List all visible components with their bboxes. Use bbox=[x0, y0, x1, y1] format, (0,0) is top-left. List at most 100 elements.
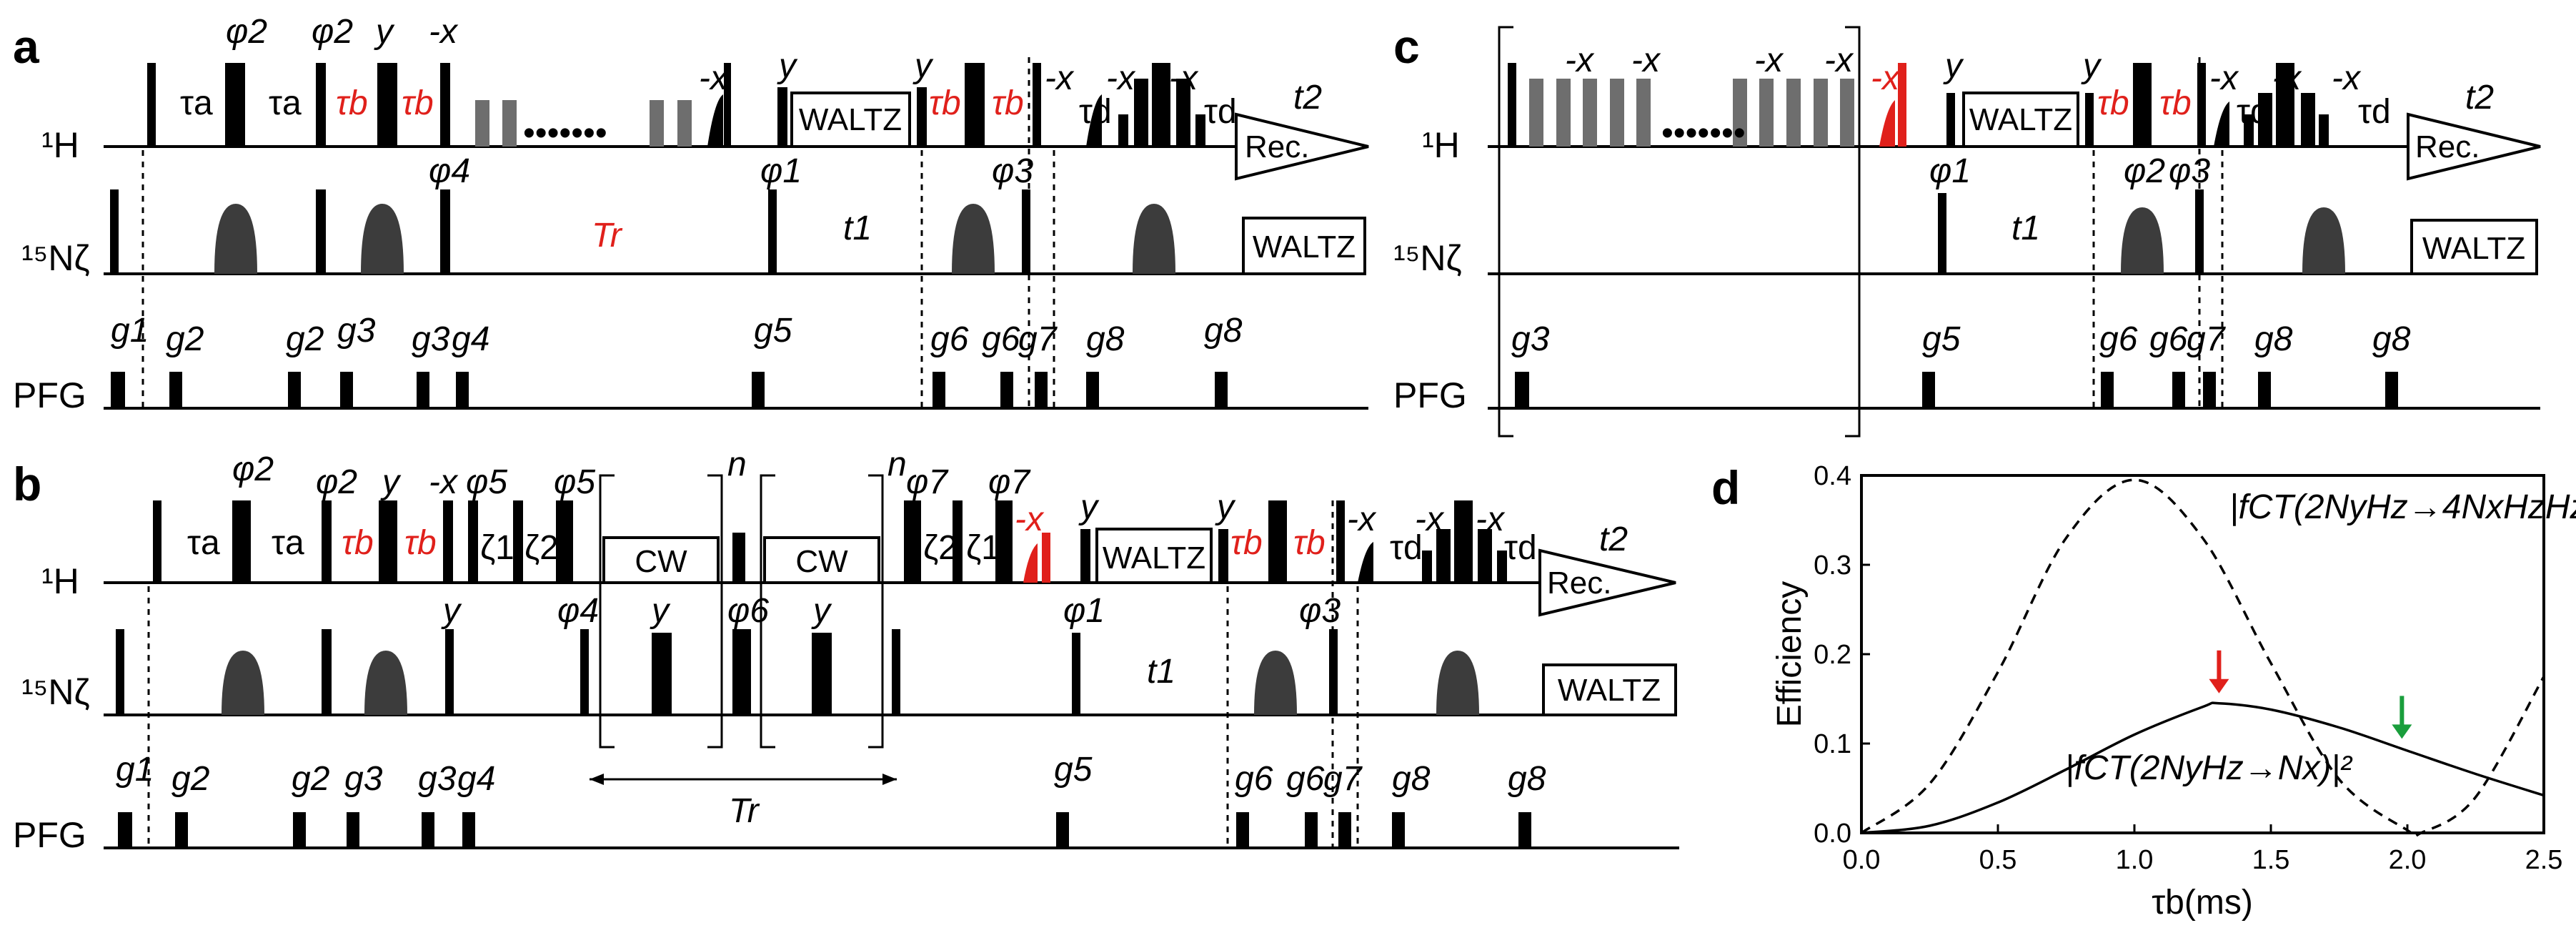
phi3-b: φ3 bbox=[1299, 592, 1341, 630]
panel-c: c ¹H ¹⁵Nζ PFG bbox=[1393, 20, 2541, 438]
t2-b: t2 bbox=[1599, 520, 1628, 558]
minus-x-b2: -x bbox=[1347, 500, 1377, 538]
g8-c2: g8 bbox=[2372, 320, 2411, 358]
h-pulses-c bbox=[1508, 63, 2329, 147]
chart-arrows bbox=[2209, 650, 2412, 739]
rec-text-b: Rec. bbox=[1547, 566, 1611, 601]
g8-c1: g8 bbox=[2254, 320, 2293, 358]
phi1-b: φ1 bbox=[1063, 592, 1105, 630]
minus-x-a1: -x bbox=[429, 13, 459, 51]
waltz-n-text-b: WALTZ bbox=[1558, 673, 1661, 708]
channel-label-h: ¹H bbox=[41, 125, 79, 165]
g8-a1: g8 bbox=[1086, 320, 1125, 358]
channel-label-h-b: ¹H bbox=[41, 561, 79, 601]
tr-b: Tr bbox=[729, 792, 760, 830]
green-arrow-head bbox=[2392, 724, 2412, 739]
channel-label-pfg-b: PFG bbox=[13, 815, 86, 855]
y-n-b3: y bbox=[811, 592, 832, 630]
rec-triangle-a bbox=[1235, 112, 1369, 181]
g2-b2: g2 bbox=[292, 760, 329, 798]
timing-lines-b bbox=[147, 500, 1359, 848]
n-pulses-c bbox=[1938, 189, 2204, 274]
g4-b: g4 bbox=[457, 760, 495, 798]
panel-label-b: b bbox=[13, 458, 41, 510]
tau-b-a4: τb bbox=[992, 84, 1024, 122]
panel-a: a ¹H ¹⁵Nζ PFG bbox=[13, 13, 1369, 415]
tau-b-c2: τb bbox=[2159, 84, 2192, 122]
phi1-c: φ1 bbox=[1929, 152, 1971, 190]
shaped-pulse-a2 bbox=[1086, 94, 1102, 147]
phi3-c: φ3 bbox=[2169, 152, 2210, 190]
x-tick-label: 2.5 bbox=[2525, 845, 2563, 875]
phi6-b: φ6 bbox=[727, 592, 769, 630]
waltz-text-b: WALTZ bbox=[1103, 540, 1205, 576]
y-a1: y bbox=[374, 13, 395, 51]
g7-c: g7 bbox=[2187, 320, 2227, 358]
h-gray-pulses bbox=[475, 100, 692, 147]
g6-a1: g6 bbox=[930, 320, 969, 358]
tau-d-b2: τd bbox=[1504, 529, 1537, 567]
g6-a2: g6 bbox=[982, 320, 1020, 358]
y-tick-label: 0.1 bbox=[1814, 729, 1851, 759]
panel-label-a: a bbox=[13, 20, 40, 73]
g3-a2: g3 bbox=[412, 320, 450, 358]
cw-text-1: CW bbox=[635, 544, 687, 579]
minus-x-a5: -x bbox=[1169, 59, 1199, 97]
phi2-a2: φ2 bbox=[312, 13, 353, 51]
g3-b1: g3 bbox=[344, 760, 383, 798]
h-gray-pulses-c bbox=[1529, 79, 1854, 147]
minus-x-c7: -x bbox=[2332, 59, 2362, 97]
channel-label-n: ¹⁵Nζ bbox=[21, 238, 90, 278]
g3-b2: g3 bbox=[418, 760, 457, 798]
zeta2-b1: ζ2 bbox=[524, 529, 559, 567]
n-loop-2: n bbox=[887, 445, 907, 483]
legend-solid-curve: |fCT(2NyHz→Nx)|² bbox=[2065, 749, 2353, 787]
tau-b-a2: τb bbox=[402, 84, 434, 122]
g5-c: g5 bbox=[1922, 320, 1961, 358]
phi5-b2: φ5 bbox=[554, 463, 595, 501]
waltz-n-text-a: WALTZ bbox=[1253, 229, 1356, 265]
pfg-c bbox=[1515, 372, 2398, 408]
g6-c2: g6 bbox=[2149, 320, 2188, 358]
waltz-n-box-a bbox=[1242, 217, 1366, 275]
y-tick-label: 0.3 bbox=[1814, 551, 1851, 581]
pfg-b bbox=[118, 812, 1531, 848]
tau-a-b1: τa bbox=[187, 524, 220, 562]
timing-lines-c bbox=[2092, 57, 2224, 408]
channel-label-h-c: ¹H bbox=[1422, 125, 1460, 165]
y-tick-label: 0.4 bbox=[1814, 461, 1851, 491]
tau-b-b1: τb bbox=[342, 524, 374, 562]
n-shaped-pulses-c bbox=[2121, 207, 2345, 274]
phi5-b1: φ5 bbox=[466, 463, 507, 501]
minus-x-c3: -x bbox=[1754, 41, 1784, 79]
red-arrow-head bbox=[2209, 678, 2229, 693]
phi3-a: φ3 bbox=[992, 152, 1033, 190]
waltz-n-box-b bbox=[1542, 663, 1677, 716]
channel-label-pfg-c: PFG bbox=[1393, 375, 1467, 415]
panel-b: b ¹H ¹⁵Nζ PFG bbox=[13, 445, 1679, 855]
y-b3: y bbox=[1215, 488, 1236, 526]
tau-b-c1: τb bbox=[2097, 84, 2129, 122]
minus-x-a3: -x bbox=[1045, 59, 1075, 97]
phi2-c: φ2 bbox=[2124, 152, 2165, 190]
g5-a: g5 bbox=[754, 312, 792, 350]
minus-x-a4: -x bbox=[1106, 59, 1136, 97]
g2-b1: g2 bbox=[171, 760, 209, 798]
phi2-b1: φ2 bbox=[232, 450, 274, 488]
phi4-b: φ4 bbox=[557, 592, 599, 630]
timing-lines-a bbox=[141, 57, 1055, 408]
n-shaped-pulses-a bbox=[214, 204, 1175, 274]
loop-brackets bbox=[599, 474, 884, 749]
n-loop-1: n bbox=[727, 445, 747, 483]
rec-triangle-c bbox=[2407, 112, 2541, 181]
x-tick-label: 0.5 bbox=[1979, 845, 2017, 875]
x-tick-label: 1.0 bbox=[2116, 845, 2154, 875]
tau-d-b1: τd bbox=[1390, 529, 1423, 567]
y-a3: y bbox=[912, 47, 934, 85]
tr-arrow-left-head bbox=[590, 774, 604, 785]
phi7-b1: φ7 bbox=[906, 463, 949, 501]
y-b1: y bbox=[380, 463, 402, 501]
y-c1: y bbox=[1943, 47, 1964, 85]
